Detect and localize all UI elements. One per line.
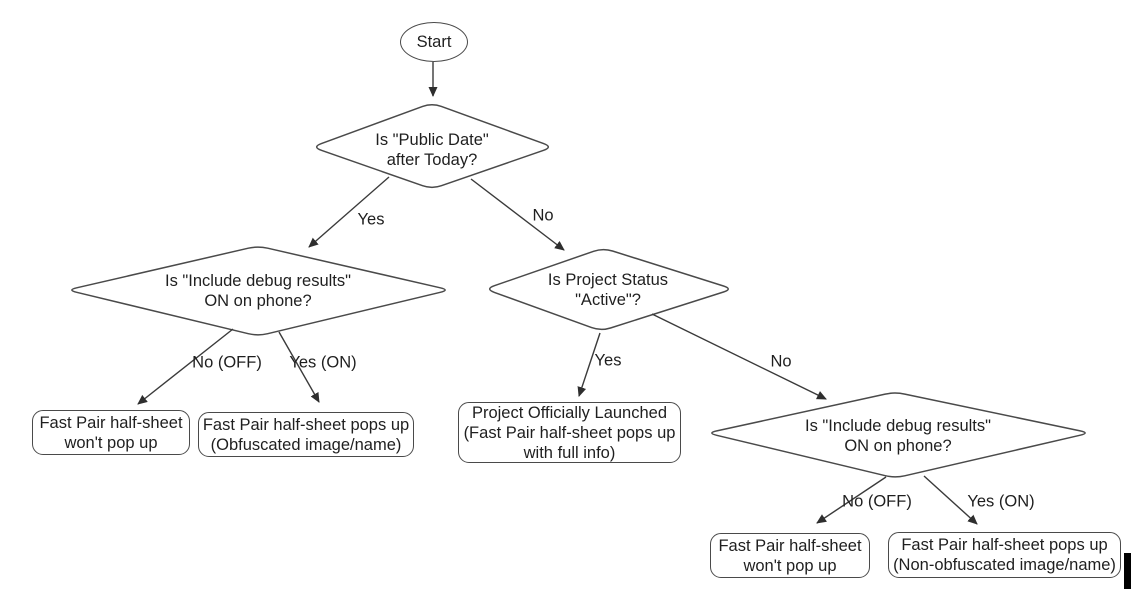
edge-debug-right-yes [923,475,978,525]
edge-public-date-yes [308,176,390,248]
edge-label-project-status-no: No [770,352,792,371]
edge-label-debug-left-yes: Yes (ON) [289,353,357,372]
result-no-popup-left: Fast Pair half-sheet won't pop up [32,410,190,455]
decision-public-date-label: Is "Public Date" after Today? [375,131,489,169]
decision-diamond-debug-left [71,246,446,336]
edge-label-public-date-yes: Yes [357,210,385,229]
edge-label-debug-left-no: No (OFF) [192,353,262,372]
decision-diamond-public-date [315,103,550,189]
edge-project-status-yes [577,332,601,397]
text-cursor [1124,553,1131,589]
result-launched: Project Officially Launched (Fast Pair h… [458,402,681,463]
decision-diamond-debug-right [711,392,1086,478]
edge-label-debug-right-yes: Yes (ON) [967,492,1035,511]
edge-label-debug-right-no: No (OFF) [842,492,912,511]
start-node: Start [400,22,468,62]
edge-debug-left-yes [278,331,320,403]
edge-project-status-no [651,313,827,400]
decision-debug-right-label: Is "Include debug results" ON on phone? [805,417,991,455]
decision-diamond-project-status [488,248,729,331]
decision-project-status-label: Is Project Status "Active"? [547,271,669,309]
edge-public-date-no [470,178,565,251]
decision-debug-left-label: Is "Include debug results" ON on phone? [165,272,351,310]
edge-label-public-date-no: No [532,206,554,225]
edge-debug-left-no [137,328,234,405]
edge-label-project-status-yes: Yes [594,351,622,370]
result-no-popup-right: Fast Pair half-sheet won't pop up [710,533,870,578]
result-obfuscated-popup: Fast Pair half-sheet pops up (Obfuscated… [198,412,414,457]
result-non-obfuscated-popup: Fast Pair half-sheet pops up (Non-obfusc… [888,532,1121,578]
edge-debug-right-no [816,476,887,524]
